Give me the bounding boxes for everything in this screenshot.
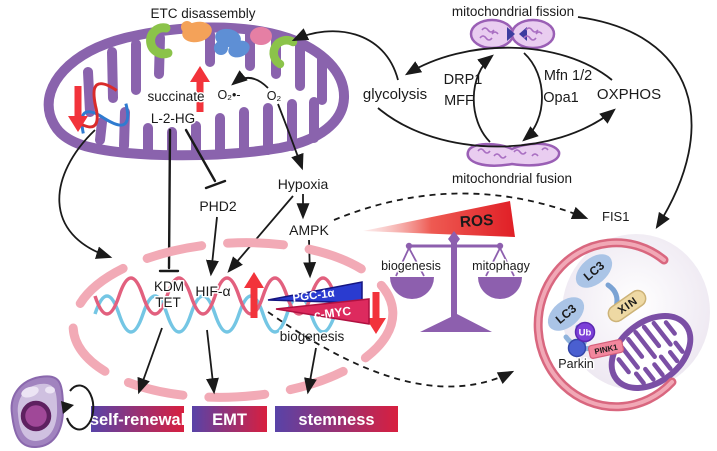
cmyc-label: c-MYC (313, 304, 352, 322)
hypoxia-to-hif-arrow (227, 195, 294, 273)
l2hg-label: L-2-HG (151, 111, 195, 126)
phagophore-membrane (533, 238, 677, 412)
red-down-arrow-mtdna (68, 86, 88, 132)
phd2-to-hif-arrow (205, 216, 219, 277)
parkin-label: Parkin (558, 357, 593, 371)
to-stemness-arrow (304, 347, 317, 395)
mitophagy-panel: LC3 LC3 NIX PINK1 Ub Parkin (533, 234, 710, 412)
self-renewal-label: self-renewal (90, 411, 185, 429)
biogenesis-pan-label: biogenesis (381, 259, 441, 273)
fission-to-glycolysis-arrow (404, 46, 613, 81)
etc-complex-green-2 (269, 36, 298, 69)
opa1-label: Opa1 (543, 90, 578, 106)
etc-complex-orange (181, 21, 212, 43)
stemness-label: stemness (298, 411, 374, 429)
pgc1a-label: PGC-1α (292, 287, 335, 304)
etc-complexes (146, 21, 298, 69)
fusion-inner-arrow (522, 52, 543, 142)
mfn-label: Mfn 1/2 (544, 68, 592, 84)
nucleus: KDM TET HIF-α PGC-1α c-MYC biogenesis (68, 238, 515, 402)
parkin-circle (567, 338, 587, 358)
lc3-lower: LC3 (547, 297, 585, 331)
stem-cell-nucleus (20, 400, 52, 432)
glycolysis-label: glycolysis (363, 86, 427, 103)
emt-label: EMT (212, 411, 247, 429)
fission-inner-arrow (472, 54, 494, 143)
emt-box (192, 406, 267, 432)
hif-label: HIF-α (195, 283, 230, 299)
glycolysis-to-etc-arrow (291, 28, 399, 81)
etc-disassembly-title: ETC disassembly (150, 6, 255, 21)
hypoxia-label: Hypoxia (278, 176, 329, 192)
nucleus-to-mitophagy-dashed-arrow (267, 311, 515, 388)
etc-complex-green-1 (146, 23, 173, 59)
ampk-to-fis1-dashed-arrow (333, 192, 589, 221)
fusion-mitochondrion (466, 142, 561, 167)
nuclear-envelope (68, 238, 398, 402)
succinate-label: succinate (147, 89, 204, 104)
drp1-label: DRP1 (444, 72, 483, 88)
red-up-arrow-succinate (190, 66, 210, 112)
phd2-label: PHD2 (199, 198, 237, 214)
fis1-label: FIS1 (602, 209, 629, 224)
fusion-label: mitochondrial fusion (452, 171, 572, 186)
fission-label: mitochondrial fission (452, 4, 574, 19)
ub-label: Ub (579, 328, 592, 339)
biogenesis-pan (390, 277, 434, 299)
oxphos-label: OXPHOS (597, 86, 661, 103)
red-down-arrow-nucleus (366, 292, 386, 334)
balance-scale (390, 231, 522, 332)
ros-balance: ROS biogenesis mitophagy (363, 201, 532, 332)
self-renewal-loop (61, 384, 95, 431)
fission-mitochondrion (469, 18, 556, 50)
fission-to-mitophagy-arrow (577, 16, 693, 230)
superoxide-label: O₂•- (217, 88, 240, 102)
damaged-mitochondrion (608, 313, 694, 391)
mtdna-to-nucleus-arrow (58, 129, 113, 259)
stemness-box (275, 406, 398, 432)
o2-to-superoxide-arrow (231, 70, 269, 89)
kdm-label: KDM (154, 279, 184, 294)
ros-wedge (363, 201, 515, 237)
ros-label: ROS (459, 212, 494, 231)
etc-complex-blue (214, 28, 250, 58)
mitochondrion-etc: succinate L-2-HG O₂•- O₂ (43, 21, 349, 161)
to-self-renewal-arrow (137, 327, 163, 395)
cmyc-wedge (275, 298, 370, 325)
pgc1a-wedge (267, 281, 363, 304)
outcomes: self-renewal EMT stemness (10, 327, 398, 449)
mitophagy-pan-label: mitophagy (472, 259, 530, 273)
signaling: Hypoxia AMPK PHD2 FIS1 (58, 103, 631, 279)
tet-label: TET (155, 295, 181, 310)
oxygen-label: O₂ (267, 89, 282, 103)
ub-circle (574, 321, 596, 343)
mitophagy-pan (478, 277, 522, 299)
red-up-arrow-nucleus (244, 272, 264, 318)
mito-cristae (83, 29, 327, 159)
biogenesis-label: biogenesis (280, 329, 345, 344)
etc-complex-pink (250, 27, 272, 45)
pink1-tag: PINK1 (587, 339, 625, 359)
o2-to-hypoxia-arrow (277, 103, 304, 171)
fusion-to-oxphos-arrow (377, 107, 616, 148)
self-renewal-box (91, 406, 184, 432)
ampk-label: AMPK (289, 222, 329, 238)
to-emt-arrow (206, 329, 219, 395)
fission-fusion-cycle: mitochondrial fission mitochondrial fusi… (291, 4, 693, 230)
mff-label: MFF (444, 93, 474, 109)
stem-cell (10, 375, 65, 449)
lc3-upper: LC3 (575, 254, 613, 288)
